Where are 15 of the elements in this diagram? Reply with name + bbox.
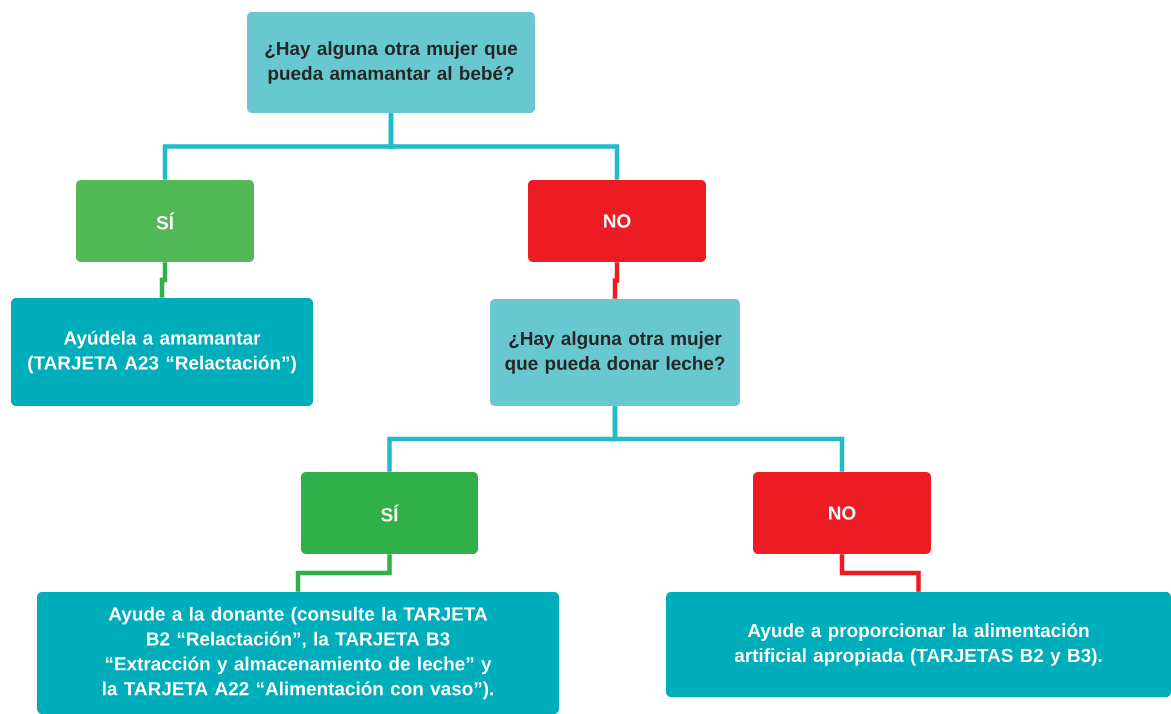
question-box: ¿Hay alguna otra mujer que pueda donar leche? xyxy=(490,299,740,406)
question-box: ¿Hay alguna otra mujer que pueda amamantar al bebé? xyxy=(247,12,535,113)
connector-line xyxy=(388,113,620,180)
action-box: Ayude a proporcionar la alimentación artificial apropiada (TARJETAS B2 y B3). xyxy=(666,592,1171,697)
answer-box: NO xyxy=(753,472,931,554)
answer-box: SÍ xyxy=(301,472,478,554)
connector-line xyxy=(839,554,921,592)
connector-line xyxy=(159,262,168,298)
connector-line xyxy=(612,406,845,472)
answer-box: NO xyxy=(528,180,706,262)
action-box: Ayude a la donante (consulte la TARJETA B2 “Relactación”, la TARJETA B3 “Extracción y almacenamiento de leche” y la TARJETA A22 “Alimentación con vaso”). xyxy=(37,592,559,714)
connector-line xyxy=(612,262,620,299)
answer-box: SÍ xyxy=(76,180,254,262)
action-box: Ayúdela a amamantar (TARJETA A23 “Relactación”) xyxy=(11,298,313,406)
connector-line xyxy=(295,554,392,592)
